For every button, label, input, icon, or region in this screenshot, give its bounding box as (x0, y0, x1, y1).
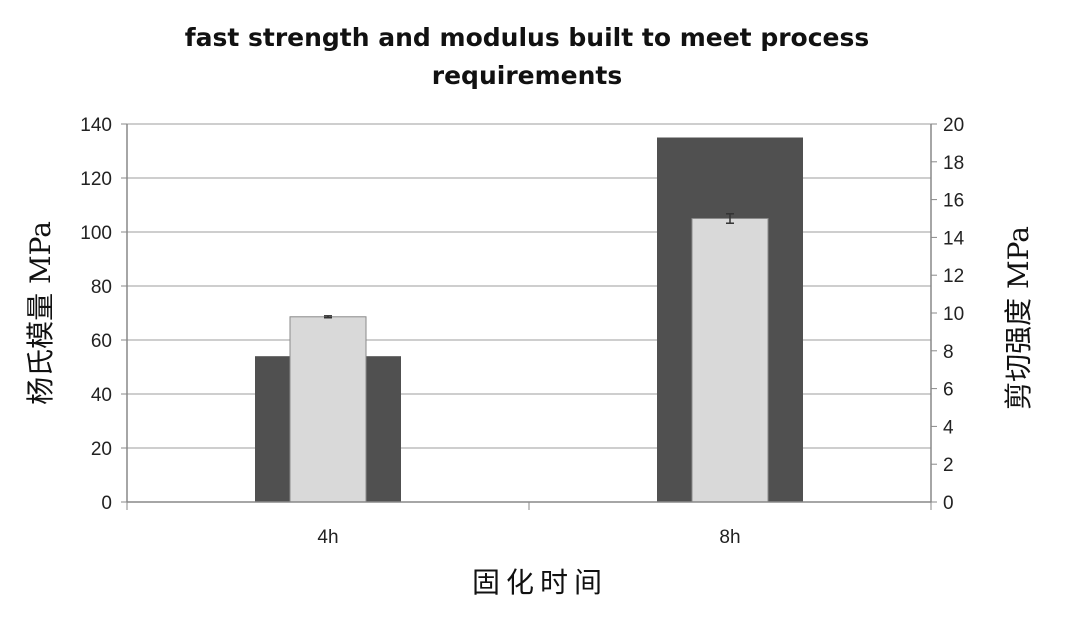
chart-title-line-2: requirements (432, 61, 622, 90)
y2-tick-label: 0 (943, 493, 954, 514)
y-tick-label: 120 (80, 169, 112, 190)
y-tick-label: 140 (80, 115, 112, 136)
y-axis-label: 杨氏模量 MPa (24, 221, 57, 405)
y-tick-label: 0 (101, 493, 112, 514)
y2-tick-label: 16 (943, 191, 964, 212)
y2-tick-label: 18 (943, 153, 964, 174)
y-tick-label: 80 (91, 277, 112, 298)
y2-tick-label: 20 (943, 115, 964, 136)
y2-tick-label: 8 (943, 342, 954, 363)
x-tick-label: 4h (317, 527, 338, 548)
chart-title-line-1: fast strength and modulus built to meet … (185, 23, 870, 52)
y2-tick-label: 2 (943, 455, 954, 476)
gridlines (127, 123, 931, 449)
y-tick-label: 40 (91, 385, 112, 406)
y2-axis-label: 剪切强度 MPa (1002, 226, 1035, 410)
y-tick-label: 100 (80, 223, 112, 244)
bar-shear-strength-4h (289, 316, 367, 503)
x-tick-label: 8h (719, 527, 740, 548)
y2-tick-label: 6 (943, 380, 954, 401)
y2-tick-label: 10 (943, 304, 964, 325)
y2-tick-label: 4 (943, 417, 954, 438)
y2-tick-label: 14 (943, 228, 965, 249)
y-tick-label: 20 (91, 439, 112, 460)
x-axis-label: 固化时间 (472, 566, 608, 599)
y2-tick-label: 12 (943, 266, 964, 287)
axes: 0 20 40 60 80 100 120 140 0 2 4 6 8 10 12 14 16 18 20 4h 8h (80, 115, 964, 548)
bar-shear-strength-8h (691, 218, 769, 503)
y-tick-label: 60 (91, 331, 112, 352)
bars (255, 137, 803, 503)
